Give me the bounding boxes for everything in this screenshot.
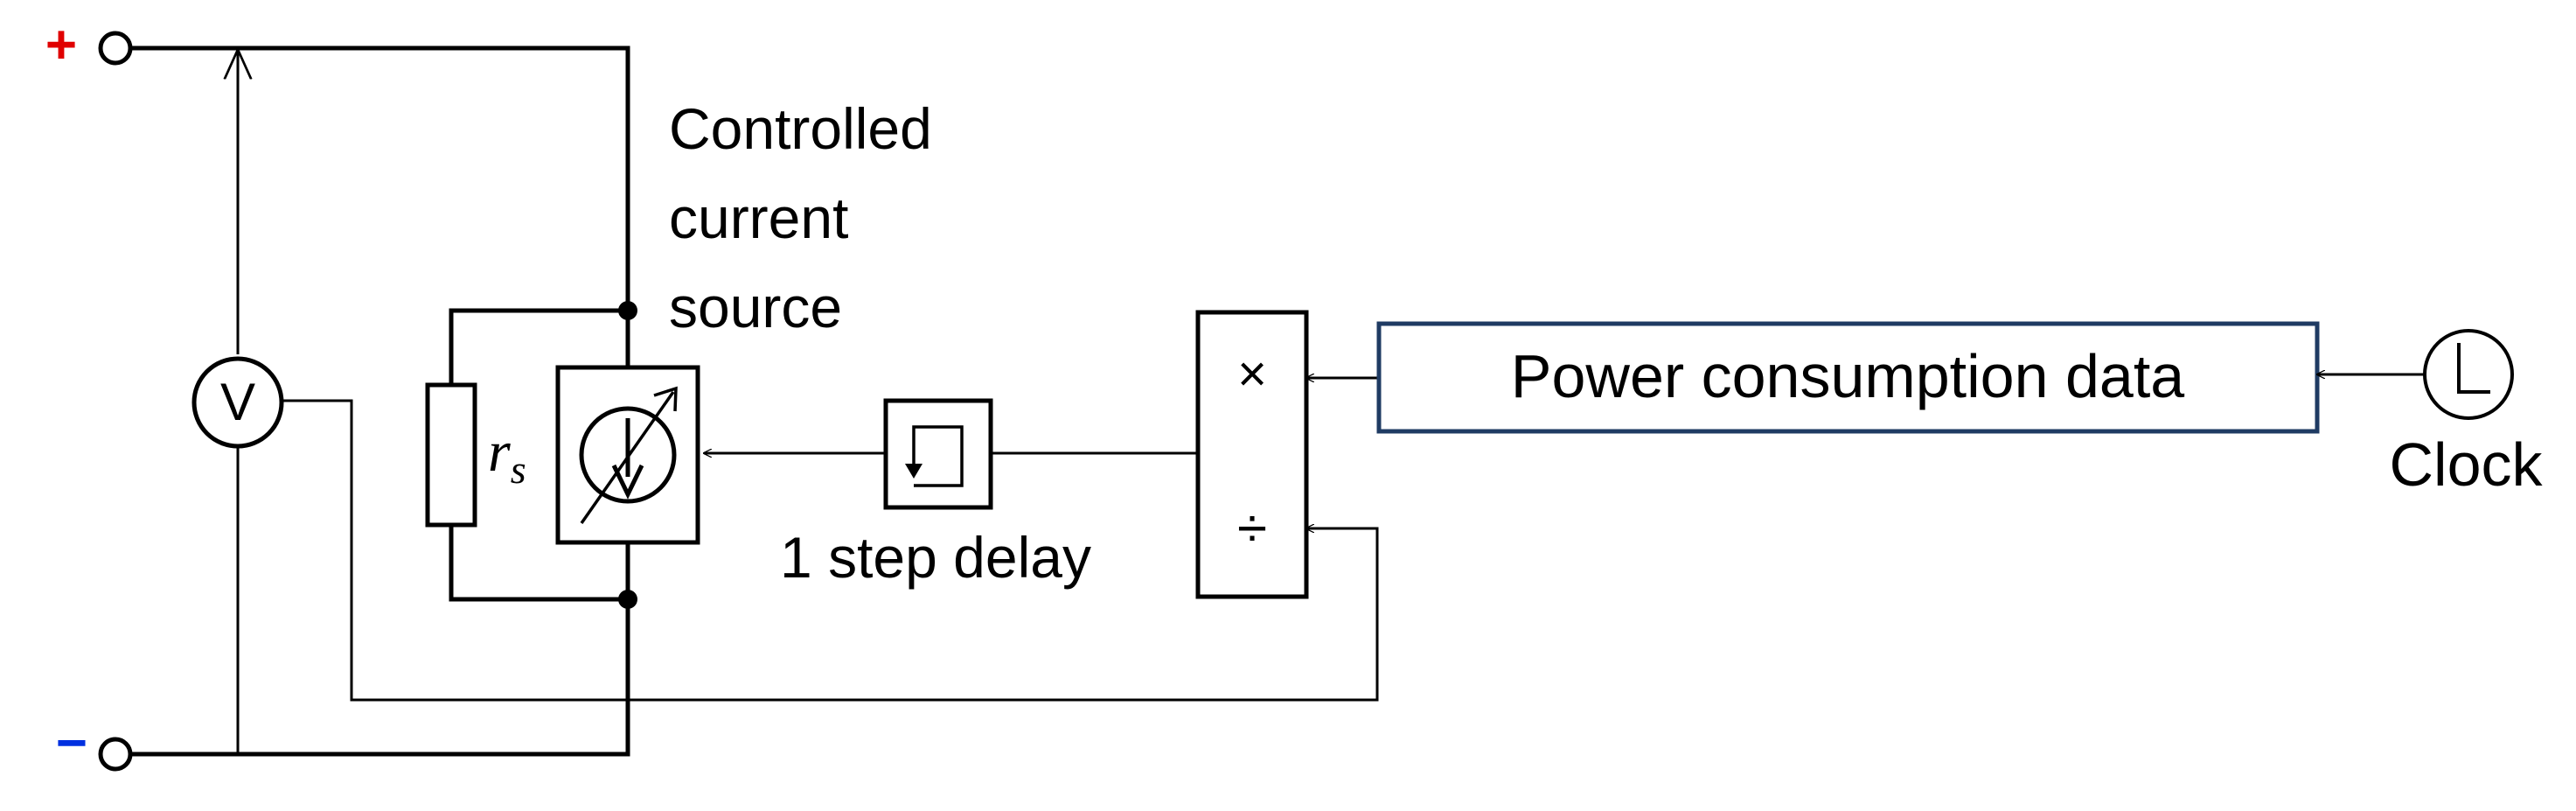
resistor-branch-wire xyxy=(449,308,630,602)
positive-terminal[interactable] xyxy=(98,31,133,66)
delay-block-label: 1 step delay xyxy=(780,525,1091,590)
clock-label: Clock xyxy=(2389,430,2543,499)
resistor-label: rs xyxy=(488,420,526,492)
variable-arrow-head xyxy=(653,386,678,412)
current-source-label: Controlled current source xyxy=(669,96,948,339)
plus-sign: + xyxy=(45,15,77,75)
delay-symbol-arrow xyxy=(905,464,922,479)
power-consumption-data-label: Power consumption data xyxy=(1511,342,2185,410)
bottom-rail-wire xyxy=(128,597,630,757)
voltmeter-symbol xyxy=(191,356,284,449)
multiply-divide-block[interactable] xyxy=(1195,310,1309,599)
top-rail-wire xyxy=(128,45,630,313)
clock-icon xyxy=(2423,329,2514,420)
variable-arrow xyxy=(580,390,675,525)
delay-block[interactable] xyxy=(883,398,993,510)
current-source-label-line: current xyxy=(669,185,848,250)
current-source-label-line: source xyxy=(669,275,842,339)
voltmeter-label: V xyxy=(220,373,255,431)
top-junction-dot xyxy=(618,301,637,320)
current-source-label-line: Controlled xyxy=(669,96,932,161)
divide-symbol: ÷ xyxy=(1237,499,1267,559)
bottom-junction-dot xyxy=(618,590,637,609)
clock-hands xyxy=(2457,343,2490,394)
current-arrow-head xyxy=(611,464,644,500)
minus-sign: − xyxy=(56,713,87,773)
power-consumption-data-block[interactable] xyxy=(1376,321,2320,434)
multiply-symbol: × xyxy=(1237,346,1267,402)
delay-symbol xyxy=(912,425,964,487)
negative-terminal[interactable] xyxy=(98,737,133,772)
resistor-symbol xyxy=(425,382,477,528)
voltage-signal-wire xyxy=(282,399,1379,702)
